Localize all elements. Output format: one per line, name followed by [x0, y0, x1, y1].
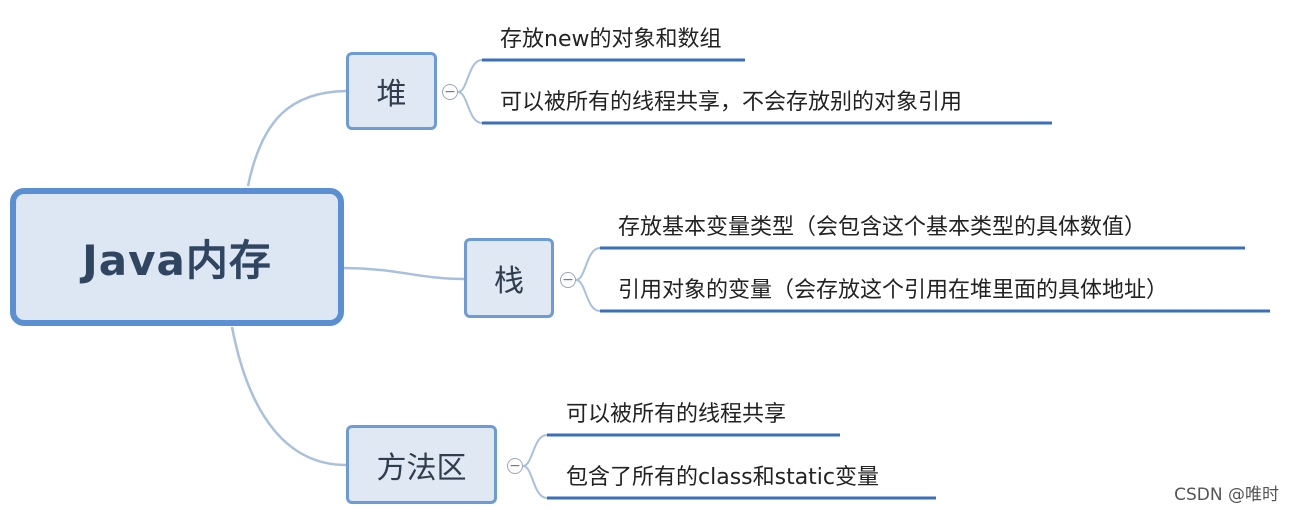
collapse-toggle-stack-icon[interactable]: − — [560, 272, 576, 288]
leaf-node-heap-1[interactable]: 存放new的对象和数组 — [500, 27, 722, 52]
connector-heap-leaf-1 — [457, 59, 483, 93]
leaf-node-method-area-1[interactable]: 可以被所有的线程共享 — [566, 402, 787, 427]
branch-node-method-area-label: 方法区 — [376, 450, 467, 486]
connector-root-heap — [246, 89, 347, 187]
watermark: CSDN @唯时 — [1174, 485, 1279, 505]
branch-node-method-area[interactable]: 方法区 — [346, 425, 497, 504]
connector-root-stack — [343, 266, 465, 281]
connector-method-leaf-1 — [522, 434, 548, 467]
root-node-label: Java内存 — [82, 235, 272, 285]
connector-stack-leaf-2 — [575, 279, 601, 312]
root-node[interactable]: Java内存 — [10, 188, 344, 326]
collapse-toggle-method-area-icon[interactable]: − — [507, 458, 523, 474]
connector-root-method — [230, 326, 347, 467]
connector-stack-leaf-1 — [575, 247, 601, 281]
branch-node-heap[interactable]: 堆 — [346, 52, 437, 130]
connector-method-leaf-2 — [522, 465, 548, 499]
branch-node-stack-label: 栈 — [494, 264, 524, 299]
leaf-node-stack-1[interactable]: 存放基本变量类型（会包含这个基本类型的具体数值） — [618, 215, 1147, 240]
connector-heap-leaf-2 — [457, 91, 483, 124]
collapse-toggle-heap-icon[interactable]: − — [442, 84, 458, 100]
branch-node-stack[interactable]: 栈 — [464, 238, 554, 318]
branch-node-heap-label: 堆 — [376, 77, 407, 112]
leaf-node-method-area-2[interactable]: 包含了所有的class和static变量 — [566, 465, 880, 490]
leaf-node-heap-2[interactable]: 可以被所有的线程共享，不会存放别的对象引用 — [500, 90, 963, 115]
leaf-node-stack-2[interactable]: 引用对象的变量（会存放这个引用在堆里面的具体地址） — [618, 278, 1169, 303]
